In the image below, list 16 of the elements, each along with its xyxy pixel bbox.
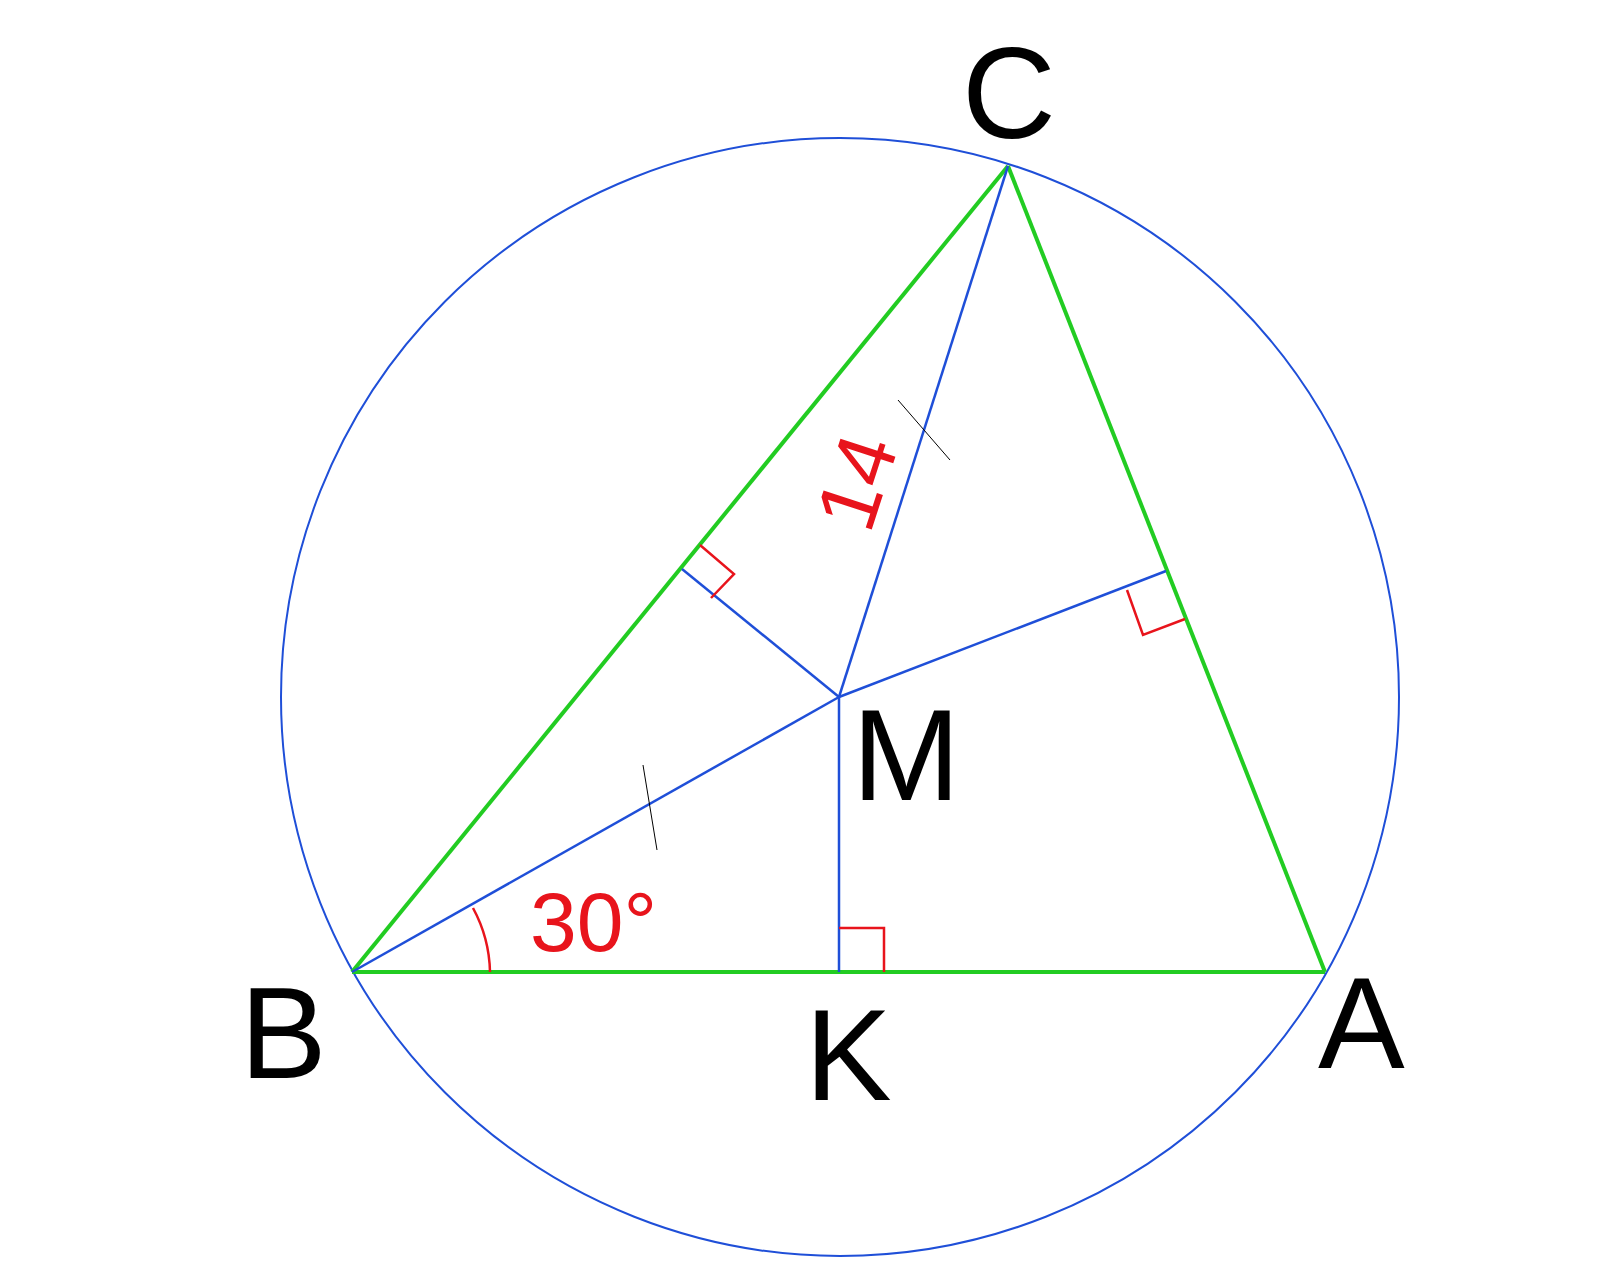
segment-line (837, 697, 841, 972)
segment-line (837, 165, 1010, 698)
segment-line (351, 695, 840, 974)
length-label: 14 (802, 424, 912, 540)
point-label: C (962, 28, 1056, 158)
point-label: A (1318, 958, 1405, 1088)
angle-label: 30° (530, 880, 658, 964)
point-label: B (240, 968, 327, 1098)
segment-line (838, 569, 1167, 699)
segment-line (681, 568, 840, 698)
segment-line (352, 970, 839, 974)
point-label: M (852, 690, 961, 820)
segment-line (1006, 165, 1327, 973)
point-label: K (805, 990, 892, 1120)
segment-line (350, 164, 1010, 974)
segment-line (839, 970, 1325, 974)
